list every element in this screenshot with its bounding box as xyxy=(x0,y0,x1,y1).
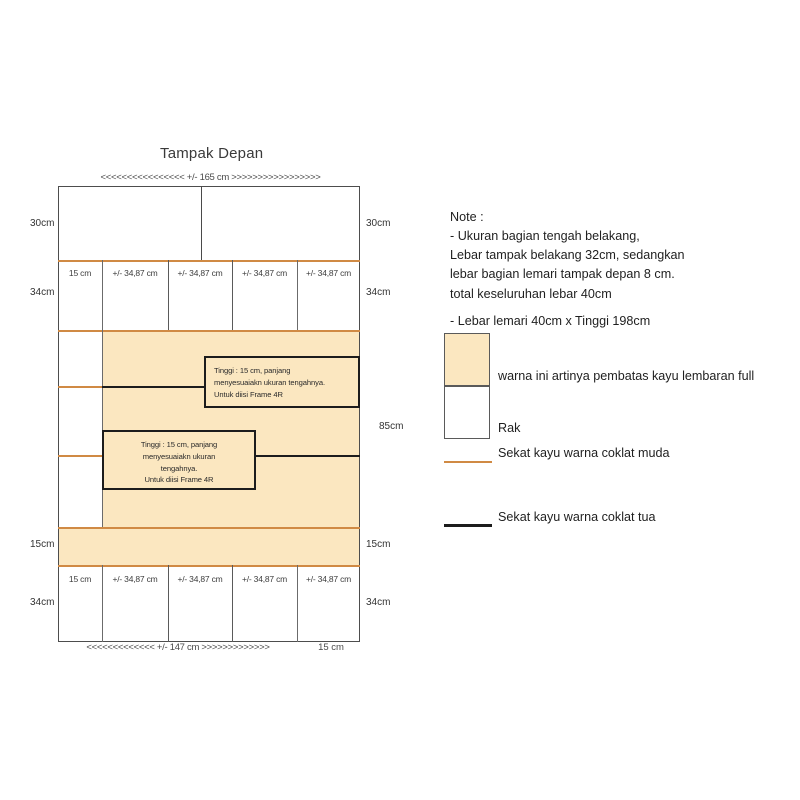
upper-row-divider-4 xyxy=(297,260,298,330)
right-dimension-bottom-shelf: 34cm xyxy=(366,597,391,608)
legend-label-white: Rak xyxy=(498,421,521,435)
top-dimension-label: <<<<<<<<<<<<<<<< +/- 165 cm >>>>>>>>>>>>… xyxy=(100,172,321,183)
callout-lower-line-1: Tinggi : 15 cm, panjang xyxy=(140,440,218,449)
callout-box-upper: Tinggi : 15 cm, panjang menyesuaiakn uku… xyxy=(204,356,360,408)
lower-row-cell-2: +/- 34,87 cm xyxy=(177,574,223,584)
bottom-dimension-label: <<<<<<<<<<<<< +/- 147 cm >>>>>>>>>>>>> xyxy=(86,642,270,653)
lower-row-cell-4: +/- 34,87 cm xyxy=(305,574,352,584)
note-heading: Note : xyxy=(450,210,484,224)
legend-label-dark-brown: Sekat kayu warna coklat tua xyxy=(498,510,656,524)
separator-light-left-column-2 xyxy=(58,455,102,457)
note-block: Note : - Ukuran bagian tengah belakang, … xyxy=(450,208,780,331)
cabinet-front-view-drawing: 15 cm +/- 34,87 cm +/- 34,87 cm +/- 34,8… xyxy=(58,186,360,642)
lower-row-divider-1 xyxy=(102,565,103,642)
legend-label-beige: warna ini artinya pembatas kayu lembaran… xyxy=(498,369,755,383)
upper-row-cell-2: +/- 34,87 cm xyxy=(177,268,223,278)
callout-upper-line-3: Untuk diisi Frame 4R xyxy=(214,389,283,399)
callout-lower-line-4: Untuk diisi Frame 4R xyxy=(144,475,214,485)
upper-row-cell-1: +/- 34,87 cm xyxy=(112,268,158,278)
callout-upper-line-2: menyesuaiakn ukuran tengahnya. xyxy=(214,377,325,387)
legend-swatch-beige xyxy=(444,333,490,386)
note-line-3: lebar bagian lemari tampak depan 8 cm. xyxy=(450,267,675,282)
separator-light-top-of-band xyxy=(58,527,360,529)
right-dimension-middle: 85cm xyxy=(379,421,404,432)
legend-line-light-brown-icon xyxy=(444,461,492,463)
leader-line-upper-callout xyxy=(102,386,204,388)
lower-row-divider-3 xyxy=(232,565,233,642)
upper-row-divider-1 xyxy=(102,260,103,330)
callout-lower-line-2: menyesuaiakn ukuran xyxy=(142,451,216,461)
right-dimension-band: 15cm xyxy=(366,539,391,550)
lower-row-cell-1: +/- 34,87 cm xyxy=(112,574,158,584)
right-dimension-upper-shelf: 34cm xyxy=(366,287,391,298)
left-dimension-upper-shelf: 34cm xyxy=(30,287,55,298)
cabinet-outline xyxy=(58,186,360,642)
note-spacer xyxy=(450,304,780,312)
callout-lower-line-3: tengahnya. xyxy=(160,463,198,473)
lower-row-cell-0: 15 cm xyxy=(68,574,92,584)
legend-swatch-white xyxy=(444,386,490,439)
note-line-2: Lebar tampak belakang 32cm, sedangkan xyxy=(450,248,685,263)
note-line-4: total keseluruhan lebar 40cm xyxy=(450,286,612,301)
leader-line-lower-callout xyxy=(256,455,360,457)
separator-light-bottom-of-upper-shelf xyxy=(58,330,360,332)
callout-upper-line-1: Tinggi : 15 cm, panjang xyxy=(214,366,291,375)
bottom-dimension-right-label: 15 cm xyxy=(318,642,344,653)
left-dimension-band: 15cm xyxy=(30,539,55,550)
right-dimension-top: 30cm xyxy=(366,218,391,229)
band-full-board-fill xyxy=(58,527,360,565)
separator-light-bottom-of-band xyxy=(58,565,360,567)
separator-light-top-of-upper-shelf xyxy=(58,260,360,262)
lower-row-divider-4 xyxy=(297,565,298,642)
upper-row-divider-2 xyxy=(168,260,169,330)
upper-row-cell-0: 15 cm xyxy=(68,268,92,278)
note-line-5: - Lebar lemari 40cm x Tinggi 198cm xyxy=(450,313,651,328)
callout-box-lower: Tinggi : 15 cm, panjang menyesuaiakn uku… xyxy=(102,430,256,490)
lower-row-divider-2 xyxy=(168,565,169,642)
upper-row-cell-3: +/- 34,87 cm xyxy=(241,268,288,278)
separator-light-left-column-1 xyxy=(58,386,102,388)
middle-left-column-divider xyxy=(102,330,103,527)
legend-line-dark-brown-icon xyxy=(444,524,492,527)
upper-row-cell-4: +/- 34,87 cm xyxy=(305,268,352,278)
lower-row-cell-3: +/- 34,87 cm xyxy=(241,574,288,584)
page-title: Tampak Depan xyxy=(160,145,264,162)
left-dimension-top: 30cm xyxy=(30,218,55,229)
left-dimension-bottom-shelf: 34cm xyxy=(30,597,55,608)
legend-label-light-brown: Sekat kayu warna coklat muda xyxy=(498,446,670,460)
note-line-1: - Ukuran bagian tengah belakang, xyxy=(450,229,640,244)
upper-row-divider-3 xyxy=(232,260,233,330)
top-section-center-divider xyxy=(201,186,202,260)
